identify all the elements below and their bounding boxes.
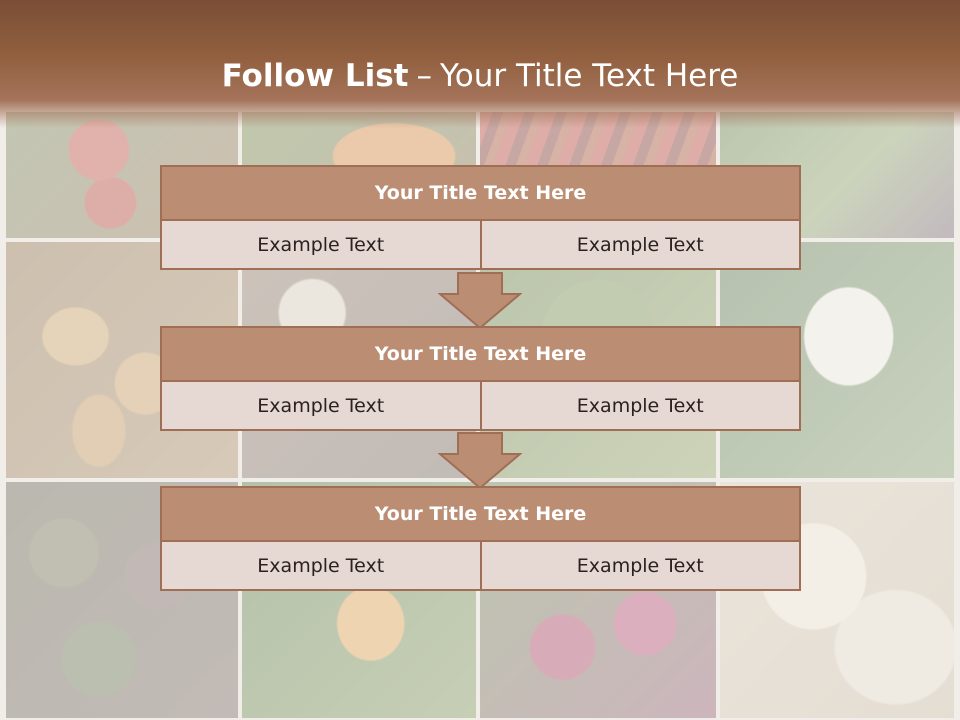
flow-block-title[interactable]: Your Title Text Here [160,486,801,542]
down-arrow-icon [438,432,522,490]
flow-block-title[interactable]: Your Title Text Here [160,326,801,382]
cauliflower-photo [720,242,954,478]
artichokes-photo [6,482,238,718]
flow-block-row: Example Text Example Text [160,382,801,431]
flow-block-title[interactable]: Your Title Text Here [160,165,801,221]
flow-block-row: Example Text Example Text [160,542,801,591]
flow-block-1[interactable]: Your Title Text Here Example Text Exampl… [160,165,801,270]
slide-title[interactable]: Follow List–Your Title Text Here [0,56,960,96]
flow-block-3[interactable]: Your Title Text Here Example Text Exampl… [160,486,801,591]
flow-block-left-cell[interactable]: Example Text [160,542,482,591]
slide-header: Follow List–Your Title Text Here [0,0,960,128]
flow-block-left-cell[interactable]: Example Text [160,382,482,431]
slide-title-strong: Follow List [221,58,409,94]
flow-block-row: Example Text Example Text [160,221,801,270]
flow-block-right-cell[interactable]: Example Text [481,221,801,270]
flow-block-2[interactable]: Your Title Text Here Example Text Exampl… [160,326,801,431]
flow-block-right-cell[interactable]: Example Text [481,382,801,431]
flow-block-left-cell[interactable]: Example Text [160,221,482,270]
slide-title-separator: – [416,58,432,94]
down-arrow-icon [438,272,522,330]
slide-title-rest: Your Title Text Here [439,58,739,94]
flow-block-right-cell[interactable]: Example Text [481,542,801,591]
